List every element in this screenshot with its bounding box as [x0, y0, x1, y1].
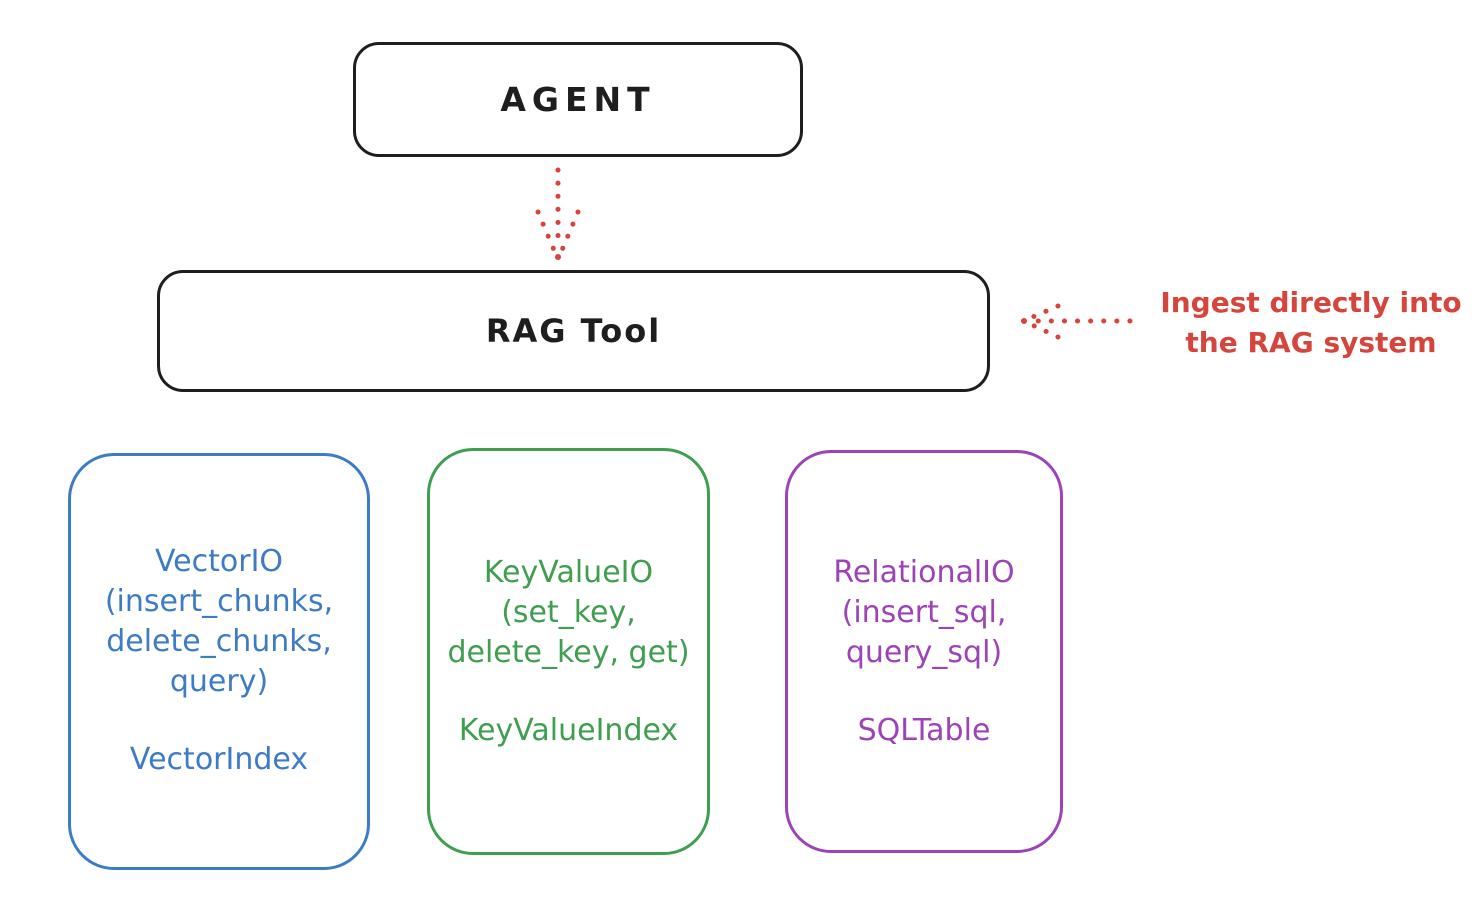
agent-node: AGENT: [353, 42, 803, 157]
relational-io-title-line: RelationalIO: [833, 555, 1015, 590]
rag-tool-node: RAG Tool: [157, 270, 990, 392]
relational-io-title-line: (insert_sql,: [841, 595, 1007, 630]
vector-io-box: VectorIO (insert_chunks, delete_chunks, …: [68, 453, 370, 870]
vector-io-title-line: VectorIO: [154, 544, 284, 579]
relational-io-box: RelationalIO (insert_sql, query_sql) SQL…: [785, 450, 1063, 853]
vector-io-title-line: (insert_chunks,: [104, 584, 334, 619]
ingest-annotation-line1: Ingest directly into: [1160, 286, 1462, 319]
key-value-io-box: KeyValueIO (set_key, delete_key, get) Ke…: [427, 448, 710, 855]
vector-io-title-line: delete_chunks,: [106, 624, 332, 659]
key-value-io-title-line: KeyValueIO: [483, 555, 654, 590]
agent-label: AGENT: [500, 80, 656, 119]
ingest-annotation: Ingest directly into the RAG system: [1138, 283, 1484, 363]
rag-tool-label: RAG Tool: [485, 312, 662, 350]
key-value-index-label: KeyValueIndex: [458, 713, 679, 748]
key-value-io-title-line: delete_key, get): [447, 635, 690, 670]
sql-table-label: SQLTable: [857, 713, 991, 748]
left-arrow-icon: [1021, 303, 1133, 340]
vector-index-label: VectorIndex: [129, 742, 309, 777]
vector-io-title-line: query): [169, 664, 269, 699]
ingest-annotation-line2: the RAG system: [1185, 326, 1437, 359]
key-value-io-title-line: (set_key,: [501, 595, 636, 630]
relational-io-title-line: query_sql): [845, 635, 1003, 670]
down-arrow-icon: [535, 167, 581, 260]
